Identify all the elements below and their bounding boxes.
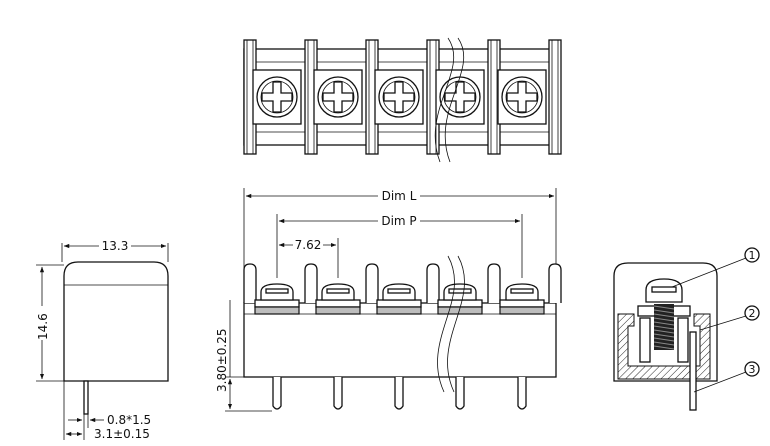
screw-slot — [387, 288, 411, 294]
screw-slot — [326, 288, 350, 294]
pin — [517, 377, 527, 410]
washer — [437, 299, 483, 308]
washer — [499, 299, 545, 308]
pin-height-label: 3.80±0.25 — [215, 329, 229, 393]
barrier — [304, 263, 318, 303]
cross-slot-icon — [322, 81, 354, 113]
screw-slot — [265, 288, 289, 294]
clamp — [254, 306, 300, 315]
clamp — [499, 306, 545, 315]
screw-slot — [510, 288, 534, 294]
svg-text:1: 1 — [749, 249, 756, 262]
svg-text:2: 2 — [749, 307, 756, 320]
top-screws — [252, 69, 547, 125]
break-line — [444, 37, 464, 163]
callout-1 — [744, 247, 760, 263]
width-label: 13.3 — [102, 239, 129, 253]
callout-2 — [744, 305, 760, 321]
pin — [272, 377, 282, 410]
break-line — [447, 255, 465, 393]
front-pins — [272, 377, 527, 410]
screw-slot — [448, 288, 472, 294]
barrier — [548, 263, 562, 303]
dim-l-label: Dim L — [382, 189, 417, 203]
pin — [455, 377, 465, 410]
pin — [333, 377, 343, 410]
barrier — [487, 263, 501, 303]
height-label: 14.6 — [36, 313, 50, 340]
pin-section-label: 0.8*1.5 — [107, 413, 151, 427]
pitch-label: 7.62 — [295, 238, 322, 252]
side-pin — [83, 380, 89, 415]
cross-slot-icon — [261, 81, 293, 113]
cross-slot-icon — [506, 81, 538, 113]
front-view: Dim L Dim P 7.62 3.80±0.25 — [215, 188, 562, 412]
barrier — [365, 263, 379, 303]
barrier — [243, 263, 257, 303]
break-line — [437, 255, 455, 393]
clamp — [315, 306, 361, 315]
dim-p-label: Dim P — [381, 214, 416, 228]
barrier — [548, 39, 562, 155]
side-view: 13.3 14.6 0.8*1.5 3.1±0.15 — [34, 238, 169, 441]
pin — [394, 377, 404, 410]
washer — [254, 299, 300, 308]
side-view-body — [63, 261, 169, 382]
svg-text:3: 3 — [749, 363, 756, 376]
washer — [315, 299, 361, 308]
clamp — [376, 306, 422, 315]
break-line — [434, 37, 454, 163]
housing-section — [617, 313, 711, 380]
front-barriers — [243, 263, 562, 303]
front-view-body — [243, 302, 557, 378]
barrier — [426, 263, 440, 303]
callout-3 — [744, 361, 760, 377]
top-view — [243, 37, 562, 163]
washer — [376, 299, 422, 308]
cross-slot-icon — [383, 81, 415, 113]
pin-offset-label: 3.1±0.15 — [94, 427, 150, 441]
section-pin — [689, 331, 697, 411]
section-view: 1 2 3 — [613, 247, 760, 411]
